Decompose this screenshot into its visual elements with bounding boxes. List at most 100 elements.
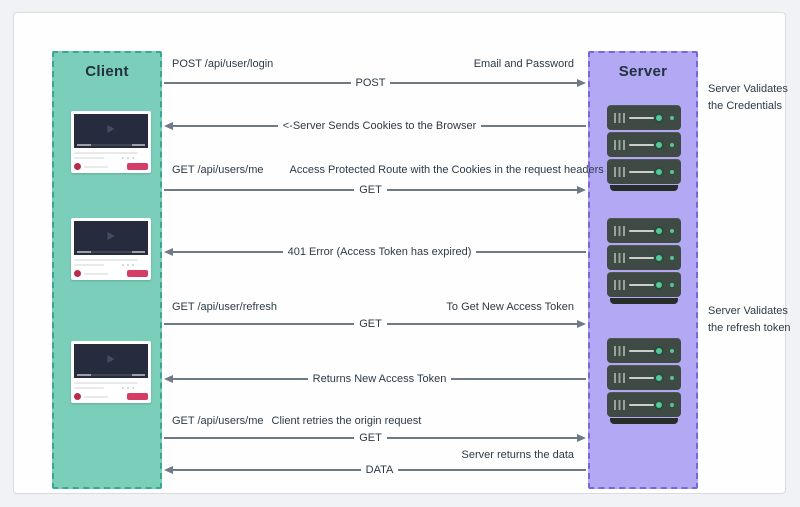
slider-line <box>629 116 654 119</box>
led-icon <box>670 115 674 120</box>
endpoint-label: GET /api/users/me <box>172 415 264 427</box>
browser-thumbnail <box>71 218 151 280</box>
action-dots-icon <box>122 157 134 159</box>
description-label: To Get New Access Token <box>446 301 574 313</box>
server-rack-icon <box>607 338 681 424</box>
grill-icon <box>614 140 625 150</box>
description-label: Access Protected Route with the Cookies … <box>289 164 604 176</box>
arrow-line <box>386 189 577 191</box>
rack-base <box>610 298 678 304</box>
led-icon <box>670 142 674 147</box>
arrow-retry-get: GET <box>164 432 586 444</box>
video-player <box>74 114 148 148</box>
text-placeholder-line <box>84 395 108 398</box>
browser-thumbnail <box>71 341 151 403</box>
annotation-line: Server Validates <box>708 305 788 317</box>
slider-line <box>629 256 654 259</box>
slider-line <box>629 143 654 146</box>
grill-icon <box>614 346 625 356</box>
video-meta-row <box>74 264 148 266</box>
grill-icon <box>614 113 625 123</box>
arrow-returns-token: Returns New Access Token <box>164 373 587 385</box>
video-controls-bar <box>77 144 145 146</box>
annotation-validate-credentials: Server Validates the Credentials <box>708 81 800 114</box>
rack-base <box>610 185 678 191</box>
grill-icon <box>614 280 625 290</box>
arrow-returns-data: DATA <box>164 464 586 476</box>
action-dots-icon <box>122 387 134 389</box>
arrow-send-cookies: <-Server Sends Cookies to the Browser <box>164 120 587 132</box>
client-title: Client <box>85 63 129 80</box>
play-icon <box>107 124 115 133</box>
arrow-line <box>386 323 577 325</box>
channel-logo-icon <box>74 270 81 277</box>
arrow-line <box>164 437 355 439</box>
channel-row <box>74 270 148 277</box>
video-player <box>74 221 148 255</box>
client-column: Client <box>52 51 162 489</box>
led-icon <box>670 255 674 260</box>
slider-line <box>629 229 654 232</box>
slider-line <box>629 403 654 406</box>
led-icon <box>670 228 674 233</box>
text-placeholder-line <box>74 382 138 384</box>
led-icon <box>670 282 674 287</box>
text-placeholder-line <box>74 152 138 154</box>
server-unit <box>607 272 681 297</box>
arrowhead-right-icon <box>577 434 586 442</box>
knob-icon <box>654 225 664 236</box>
play-icon <box>107 354 115 363</box>
server-title: Server <box>618 63 668 80</box>
server-column: Server <box>588 51 698 489</box>
grill-icon <box>614 400 625 410</box>
arrow-line <box>390 82 578 84</box>
server-rack-icon <box>607 218 681 304</box>
knob-icon <box>654 139 664 150</box>
channel-row <box>74 393 148 400</box>
subscribe-button-icon <box>127 163 148 170</box>
text-placeholder-line <box>74 264 104 266</box>
arrow-line <box>164 82 351 84</box>
server-unit <box>607 218 681 243</box>
message-labels: GET /api/users/me Client retries the ori… <box>164 414 586 428</box>
video-controls-bar <box>77 251 145 253</box>
endpoint-label: POST /api/user/login <box>172 58 274 70</box>
arrow-line <box>451 378 587 380</box>
arrow-message-label: <-Server Sends Cookies to the Browser <box>282 120 477 132</box>
led-icon <box>670 402 674 407</box>
knob-icon <box>654 399 664 410</box>
arrowhead-left-icon <box>164 248 173 256</box>
video-meta-row <box>74 157 148 159</box>
knob-icon <box>654 372 664 383</box>
arrowhead-right-icon <box>577 186 586 194</box>
arrow-method-label: GET <box>359 318 382 330</box>
arrow-line <box>173 378 308 380</box>
slider-line <box>629 376 654 379</box>
server-unit <box>607 392 681 417</box>
subscribe-button-icon <box>127 393 148 400</box>
grill-icon <box>614 253 625 263</box>
arrow-method-label: GET <box>359 184 382 196</box>
arrow-message-label: 401 Error (Access Token has expired) <box>287 246 472 258</box>
arrow-line <box>173 251 283 253</box>
knob-icon <box>654 112 664 123</box>
arrow-line <box>164 189 355 191</box>
video-player <box>74 344 148 378</box>
led-icon <box>670 169 674 174</box>
knob-icon <box>654 345 664 356</box>
server-unit <box>607 105 681 130</box>
arrow-get-me: GET <box>164 184 586 196</box>
grill-icon <box>614 226 625 236</box>
server-unit <box>607 159 681 184</box>
diagram-card: Client <box>13 12 791 494</box>
arrow-401-error: 401 Error (Access Token has expired) <box>164 246 587 258</box>
grill-icon <box>614 373 625 383</box>
arrow-get-refresh: GET <box>164 318 586 330</box>
arrow-line <box>173 125 278 127</box>
annotation-line: the refresh token <box>708 321 791 334</box>
arrow-line <box>398 469 586 471</box>
server-unit <box>607 365 681 390</box>
annotation-line: Server Validates <box>708 83 788 95</box>
arrow-message-label: DATA <box>365 464 394 476</box>
